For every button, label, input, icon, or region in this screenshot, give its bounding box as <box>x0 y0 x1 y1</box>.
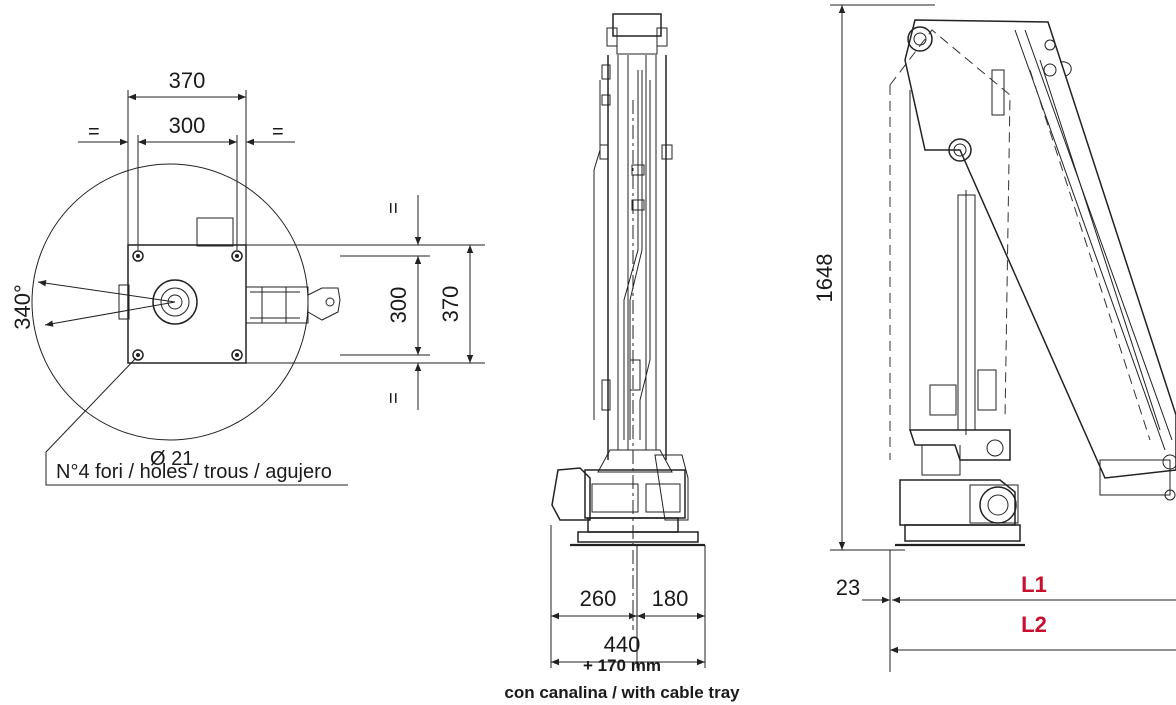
dim-440: 440 <box>604 632 641 657</box>
hole-leader <box>45 357 348 486</box>
dim-260: 260 <box>580 586 617 611</box>
equal-top: = <box>383 202 405 214</box>
dim-l2: L2 <box>1021 612 1047 637</box>
cable-tray-note: con canalina / with cable tray <box>504 683 740 702</box>
dim-1648: 1648 <box>812 254 837 303</box>
equal-right: = <box>272 121 284 143</box>
dim-23: 23 <box>836 575 860 600</box>
dim-370-side: 370 <box>438 286 463 323</box>
front-view: 260 180 440 + 170 mm con canalina / with… <box>504 13 740 702</box>
dim-l1: L1 <box>1021 572 1047 597</box>
equal-bottom: = <box>383 392 405 404</box>
dim-370-top: 370 <box>169 68 206 93</box>
equal-left: = <box>88 121 100 143</box>
dim-300-side: 300 <box>386 287 411 324</box>
dim-180: 180 <box>652 586 689 611</box>
hole-note: N°4 fori / holes / trous / agujero <box>56 461 332 483</box>
boom-stub <box>245 286 341 324</box>
column-circle <box>152 279 198 325</box>
slew-circle <box>31 163 309 441</box>
slew-motor <box>979 486 1017 524</box>
rotation-angle: 340° <box>10 284 35 330</box>
top-boss <box>196 217 234 247</box>
hole-diameter: Ø 21 <box>150 448 193 470</box>
top-pivot <box>907 26 933 52</box>
extra-length: + 170 mm <box>583 656 661 675</box>
base-plate <box>127 244 247 364</box>
mid-pivot <box>948 138 972 162</box>
left-bracket <box>118 284 130 320</box>
side-view: 1648 <box>812 4 1176 672</box>
dim-300-top: 300 <box>169 113 206 138</box>
bolt-holes <box>132 250 243 361</box>
top-view: 370 300 = = 370 300 = = 340° Ø 21 N°4 fo… <box>10 68 485 486</box>
